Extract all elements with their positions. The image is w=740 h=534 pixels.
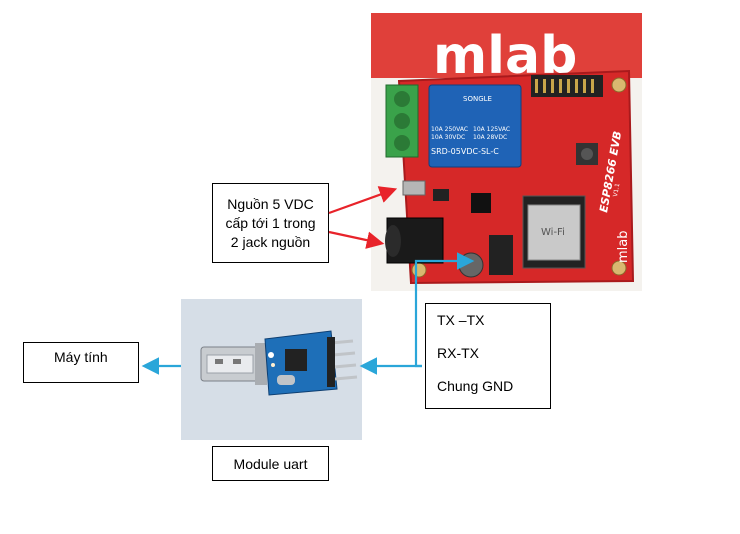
board-version: V1.1: [612, 183, 621, 198]
power-note-line-2: cấp tới 1 trong: [225, 214, 316, 231]
power-note-line-3: 2 jack nguồn: [230, 233, 311, 250]
relay-model: SRD-05VDC-SL-C: [431, 147, 499, 156]
power-note-box: Nguồn 5 VDC cấp tới 1 trong 2 jack nguồn: [212, 183, 329, 263]
computer-label: Máy tính: [54, 349, 108, 365]
power-note-line-1: Nguồn 5 VDC: [227, 195, 314, 212]
arrow-to-micro-usb: [328, 186, 398, 215]
uart-wiring-box: TX –TX RX-TX Chung GND: [425, 303, 551, 409]
module-uart-box: Module uart: [212, 446, 329, 481]
arrow-to-barrel-jack: [328, 230, 385, 249]
rx-tx-label: RX-TX: [437, 345, 479, 361]
tx-tx-label: TX –TX: [437, 312, 485, 328]
computer-box: Máy tính: [23, 342, 139, 383]
module-uart-label: Module uart: [233, 455, 308, 472]
arrow-uart-to-board: [414, 252, 475, 368]
relay-rating-4: 10A 28VDC: [473, 134, 507, 141]
relay-rating-3: 10A 125VAC: [473, 126, 510, 133]
relay-rating-1: 10A 250VAC: [431, 126, 468, 133]
uart-module-photo: [181, 299, 362, 440]
esp8266-board-photo: mlab SONGLE 10A 250VAC 10A 30VDC 10A 125…: [371, 13, 642, 291]
svg-text:Wi-Fi: Wi-Fi: [541, 227, 565, 238]
relay-rating-2: 10A 30VDC: [431, 134, 465, 141]
relay-brand: SONGLE: [463, 95, 492, 103]
board-logo-small: mlab: [616, 231, 631, 264]
gnd-label: Chung GND: [437, 378, 514, 394]
